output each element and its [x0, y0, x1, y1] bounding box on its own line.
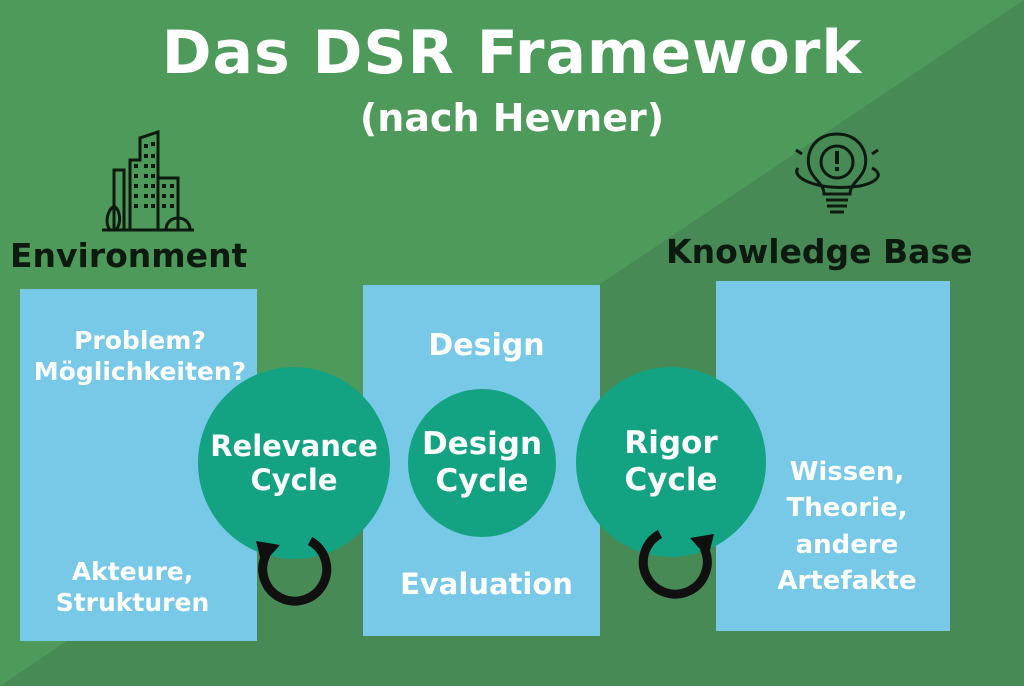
- akteure-label: Akteure,: [71, 557, 194, 586]
- slide-subtitle: (nach Hevner): [359, 96, 665, 140]
- moeglichkeiten-label: Möglichkeiten?: [33, 356, 247, 386]
- slide-title: Das DSR Framework: [161, 18, 863, 88]
- relevance-cycle-line2: Cycle: [250, 463, 338, 497]
- wissen-label: Wissen,: [789, 457, 905, 487]
- design-label: Design: [428, 328, 545, 363]
- environment-problem-text: Problem? Möglichkeiten?: [20, 326, 260, 387]
- design-cycle-line2: Cycle: [435, 463, 529, 499]
- lightbulb-icon: [795, 132, 880, 214]
- relevance-cycle-arrow-icon: [256, 537, 332, 606]
- design-cycle-line1: Design: [421, 426, 543, 463]
- rigor-cycle-line1: Rigor: [624, 425, 718, 462]
- evaluation-label: Evaluation: [400, 567, 573, 601]
- knowledge-text: Wissen, Theorie, andere Artefakte: [726, 454, 968, 600]
- environment-actors-text: Akteure, Strukturen: [10, 557, 255, 618]
- knowledge-base-heading: Knowledge Base: [666, 232, 973, 271]
- rigor-cycle: Rigor Cycle: [576, 367, 766, 557]
- relevance-cycle-line1: Relevance: [210, 428, 378, 463]
- rigor-cycle-line2: Cycle: [624, 462, 718, 498]
- artefakte-label: Artefakte: [777, 566, 917, 597]
- design-cycle: Design Cycle: [408, 389, 556, 537]
- theorie-label: Theorie,: [786, 493, 908, 524]
- buildings-icon: [102, 130, 194, 232]
- strukturen-label: Strukturen: [55, 587, 210, 617]
- andere-label: andere: [795, 529, 899, 560]
- rigor-cycle-arrow-icon: [638, 530, 714, 599]
- environment-heading: Environment: [10, 236, 248, 275]
- relevance-cycle: Relevance Cycle: [198, 367, 390, 559]
- problem-label: Problem?: [74, 326, 206, 355]
